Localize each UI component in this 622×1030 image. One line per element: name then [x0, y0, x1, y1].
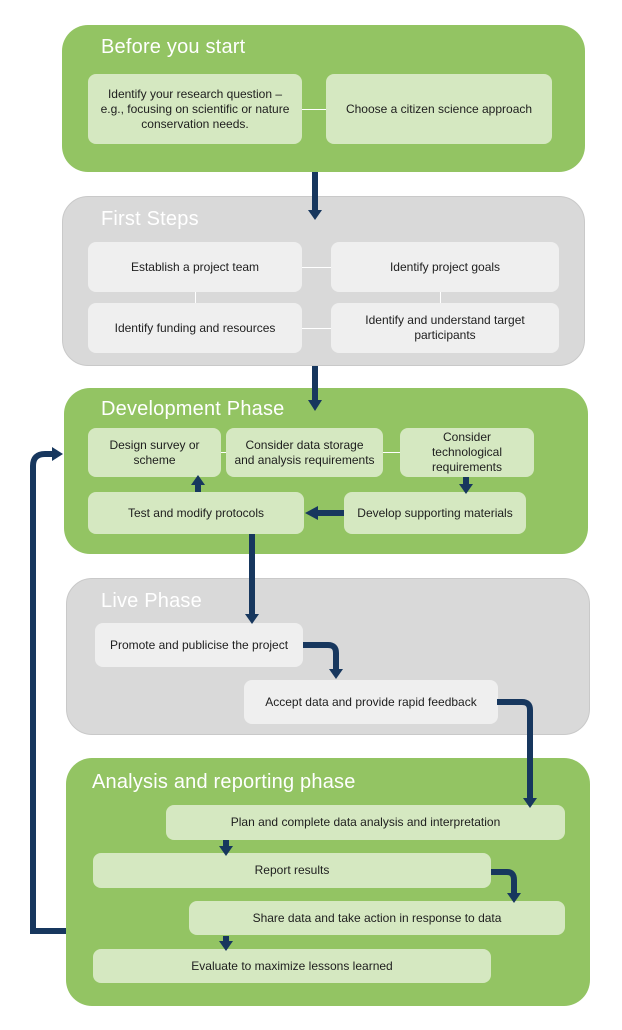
step-plan-analysis: Plan and complete data analysis and inte… [166, 805, 565, 840]
step-data-storage: Consider data storage and analysis requi… [226, 428, 383, 477]
phase-development: Development Phase Design survey or schem… [64, 388, 588, 554]
phase-analysis-reporting: Analysis and reporting phase Plan and co… [66, 758, 590, 1006]
step-accept-data: Accept data and provide rapid feedback [244, 680, 498, 724]
step-design-survey: Design survey or scheme [88, 428, 221, 477]
connector-line [302, 328, 331, 329]
step-evaluate: Evaluate to maximize lessons learned [93, 949, 491, 983]
phase-first-steps: First Steps Establish a project team Ide… [62, 196, 585, 366]
step-choose-approach: Choose a citizen science approach [326, 74, 552, 144]
phase-title: Analysis and reporting phase [92, 771, 356, 793]
phase-title: Development Phase [101, 398, 285, 420]
phase-title: First Steps [101, 208, 199, 230]
connector-line [195, 292, 196, 303]
connector-line [383, 452, 400, 453]
step-supporting-materials: Develop supporting materials [344, 492, 526, 534]
arrow-loop-back [30, 451, 66, 934]
step-establish-team: Establish a project team [88, 242, 302, 292]
step-identify-participants: Identify and understand target participa… [331, 303, 559, 353]
connector-line [221, 452, 226, 453]
phase-before-you-start: Before you start Identify your research … [62, 25, 585, 172]
step-share-data: Share data and take action in response t… [189, 901, 565, 935]
phase-title: Live Phase [101, 590, 202, 612]
step-test-protocols: Test and modify protocols [88, 492, 304, 534]
step-tech-requirements: Consider technological requirements [400, 428, 534, 477]
phase-title: Before you start [101, 36, 246, 58]
connector-line [440, 292, 441, 303]
step-promote-project: Promote and publicise the project [95, 623, 303, 667]
phase-live: Live Phase Promote and publicise the pro… [66, 578, 590, 735]
connector-line [302, 109, 326, 110]
arrowhead [52, 447, 63, 461]
step-identify-funding: Identify funding and resources [88, 303, 302, 353]
step-report-results: Report results [93, 853, 491, 888]
connector-line [302, 267, 331, 268]
step-identify-goals: Identify project goals [331, 242, 559, 292]
step-identify-research-question: Identify your research question – e.g., … [88, 74, 302, 144]
